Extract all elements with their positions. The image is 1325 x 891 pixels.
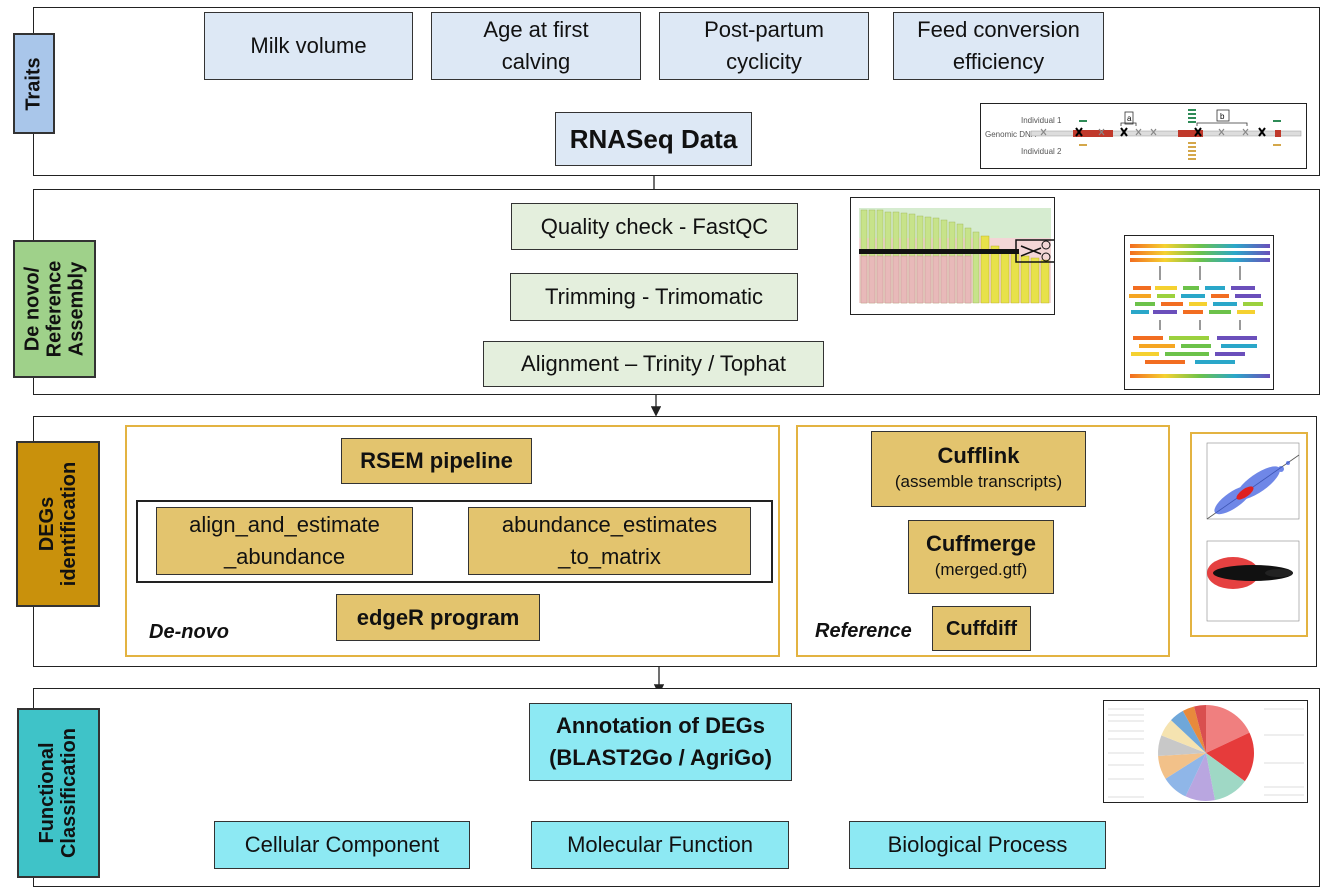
cuffmerge-subtitle: (merged.gtf) [934,560,1028,579]
pie-slice [1206,732,1254,782]
pie-slice [1158,735,1206,757]
molecular-function-box: Molecular Function [531,821,789,869]
cuffmerge-title: Cuffmerge [925,531,1036,556]
cufflink-box: Cufflink (assemble transcripts) [871,431,1086,507]
ma-plot [1193,535,1305,635]
trait-feed-conversion: Feed conversion efficiency [893,12,1104,80]
cufflink-subtitle: (assemble transcripts) [894,472,1063,491]
snp-individual1-label: Individual 1 [1021,116,1062,125]
pie-slice [1165,753,1206,797]
trait-milk-volume: Milk volume [204,12,413,80]
pie-slice [1182,706,1206,753]
denovo-caption: De-novo [149,621,229,643]
edger-program-box: edgeR program [336,594,540,641]
pie-slice [1185,753,1215,801]
pie-slice [1158,753,1206,779]
fastqc-figure [850,197,1055,315]
pie-slice [1206,753,1245,801]
rnaseq-data-box: RNASeq Data [555,112,752,166]
pie-slice [1194,705,1206,753]
snp-individual2-label: Individual 2 [1021,147,1062,156]
cellular-component-box: Cellular Component [214,821,470,869]
cuffdiff-box: Cuffdiff [932,606,1031,651]
rsem-pipeline-box: RSEM pipeline [341,438,532,484]
snp-figure: Individual 1 Genomic DNA Individual 2 a … [980,103,1307,169]
trait-postpartum-cyclicity: Post-partum cyclicity [659,12,869,80]
trait-age-first-calving: Age at first calving [431,12,641,80]
quality-check-step: Quality check - FastQC [511,203,798,250]
snp-genomic-label: Genomic DNA [985,130,1037,139]
cuffmerge-box: Cuffmerge (merged.gtf) [908,520,1054,594]
reference-caption: Reference [815,620,912,642]
degs-label: DEGs identification [16,441,100,607]
align-estimate-box: align_and_estimate _abundance [156,507,413,575]
snp-a-label: a [1127,114,1132,123]
correlation-scatter-plot [1193,435,1305,531]
biological-process-box: Biological Process [849,821,1106,869]
assembly-reads-figure [1124,235,1274,390]
pie-slice [1171,710,1206,753]
traits-label: Traits [13,33,55,134]
functional-label: Functional Classification [17,708,100,878]
annotation-degs-box: Annotation of DEGs (BLAST2Go / AgriGo) [529,703,792,781]
alignment-step: Alignment – Trinity / Tophat [483,341,824,387]
pie-slice [1206,705,1250,753]
cufflink-title: Cufflink [937,443,1020,468]
go-pie-chart [1103,700,1308,803]
pie-slice [1161,720,1206,753]
snp-b-label: b [1220,112,1225,121]
abundance-matrix-box: abundance_estimates _to_matrix [468,507,751,575]
trimming-step: Trimming - Trimomatic [510,273,798,321]
assembly-label: De novo/ Reference Assembly [13,240,96,378]
